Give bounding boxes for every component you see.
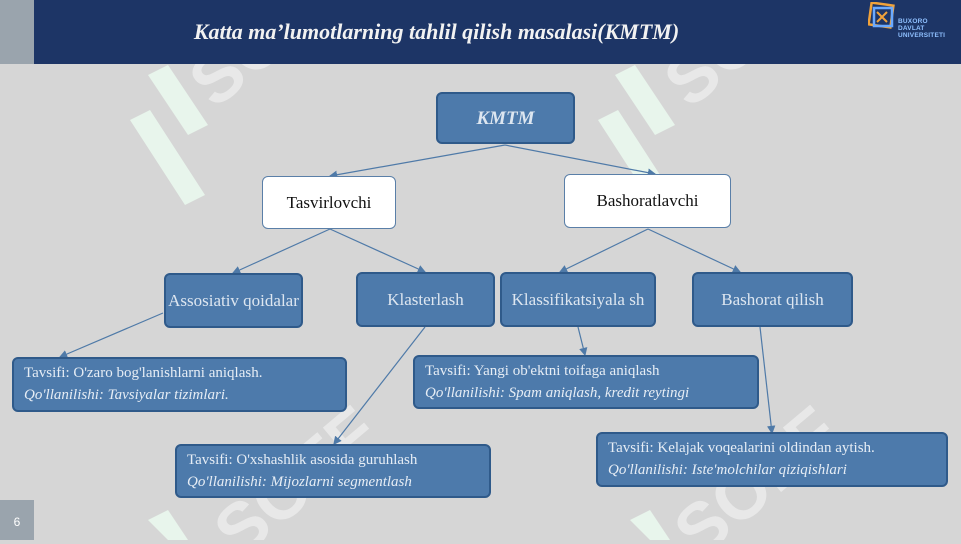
node-clustering: Klasterlash [356,272,495,327]
logo-text: BUXORO DAVLAT UNIVERSITETI [898,18,945,39]
node-association-rules: Assosiativ qoidalar [164,273,303,328]
node-prediction-label: Bashorat qilish [721,290,824,309]
desc-association-use: Qo'llanilishi: Tavsiyalar tizimlari. [24,387,229,403]
logo-line: UNIVERSITETI [898,32,946,39]
desc-clustering-use: Qo'llanilishi: Mijozlarni segmentlash [187,474,412,490]
desc-classification-use: Qo'llanilishi: Spam aniqlash, kredit rey… [425,385,690,401]
edge-left-assoc [231,228,331,274]
node-predictive-label: Bashoratlavchi [596,191,699,210]
desc-classification-def: Tavsifi: Yangi ob'ektni toifaga aniqlash [425,363,660,379]
node-root-label: KMTM [476,107,535,129]
edge-predict-desc [759,326,776,435]
node-clustering-label: Klasterlash [387,290,464,309]
node-classification-label: Klassifikatsiyala sh [511,290,645,309]
desc-prediction-use: Qo'llanilishi: Iste'molchilar qiziqishla… [608,462,847,478]
node-association-rules-label: Assosiativ qoidalar [168,291,299,310]
desc-classification: Tavsifi: Yangi ob'ektni toifaga aniqlash… [413,355,759,409]
node-predictive: Bashoratlavchi [564,174,731,228]
desc-association-def: Tavsifi: O'zaro bog'lanishlarni aniqlash… [24,365,263,381]
university-logo: BUXORO DAVLAT UNIVERSITETI [866,2,956,42]
node-root: KMTM [436,92,575,144]
desc-clustering: Tavsifi: O'xshashlik asosida guruhlash Q… [175,444,491,498]
node-descriptive-label: Tasvirlovchi [286,192,372,212]
header-accent [0,0,34,64]
edge-root-left [328,144,506,179]
logo-line: BUXORO [898,18,928,25]
desc-clustering-def: Tavsifi: O'xshashlik asosida guruhlash [187,452,418,468]
edge-left-cluster [329,228,427,273]
edge-classif-desc [577,326,588,357]
slide-title: Katta ma’lumotlarning tahlil qilish masa… [193,19,680,44]
edge-right-classif [558,228,649,273]
node-classification: Klassifikatsiyala sh [500,272,656,327]
edge-assoc-desc [58,312,164,359]
desc-prediction-def: Tavsifi: Kelajak voqealarini oldindan ay… [608,440,875,456]
page-number: 6 [0,500,34,540]
edge-cluster-desc [333,326,426,445]
edge-right-predict [647,228,742,273]
edge-root-right [504,144,657,177]
logo-line: DAVLAT [898,25,925,32]
logo-icon [868,2,895,29]
desc-association: Tavsifi: O'zaro bog'lanishlarni aniqlash… [12,357,347,412]
node-descriptive: Tasvirlovchi [262,176,396,229]
node-prediction: Bashorat qilish [692,272,853,327]
desc-prediction: Tavsifi: Kelajak voqealarini oldindan ay… [596,432,948,487]
header-bar [0,0,961,64]
